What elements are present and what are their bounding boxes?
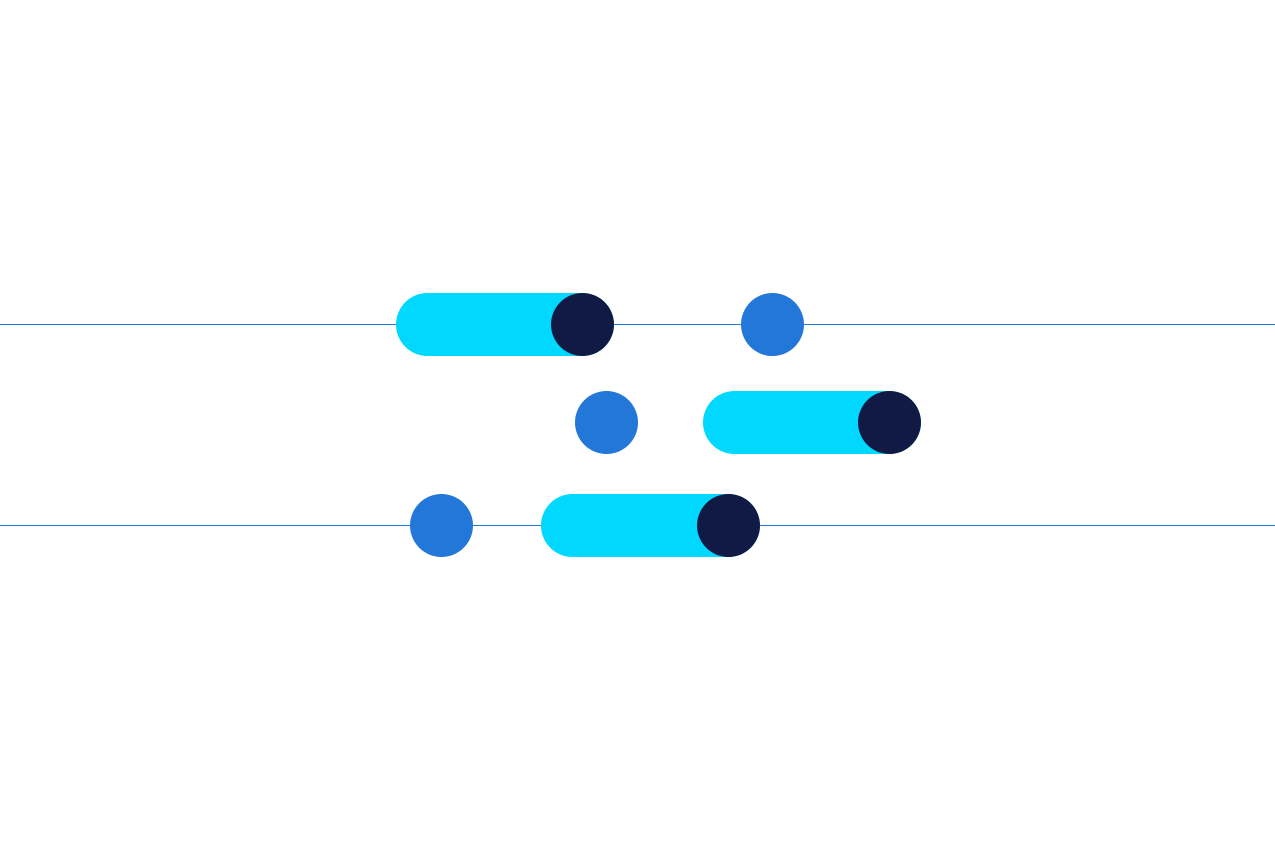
toggle-knob-2 <box>858 391 921 454</box>
toggle-knob-1 <box>551 293 614 356</box>
circle-dot-2 <box>575 391 638 454</box>
toggle-knob-3 <box>697 494 760 557</box>
circle-dot-1 <box>741 293 804 356</box>
circle-dot-3 <box>410 494 473 557</box>
horizontal-line-top <box>0 324 1275 325</box>
